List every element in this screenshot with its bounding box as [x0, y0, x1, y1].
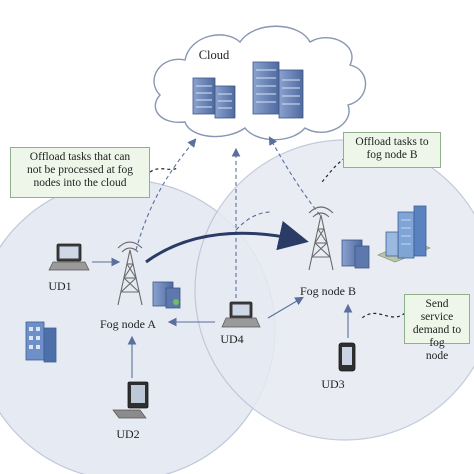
ud3-phone-icon: [338, 342, 356, 372]
callout-service-demand-line-1: Send service: [420, 298, 454, 323]
callout-offload-to-fog-b-line-1: Offload tasks to: [355, 136, 429, 148]
office-building-icon: [377, 205, 431, 263]
apartment-building-icon: [25, 321, 57, 363]
ud4-to-fog-b-arrow: [267, 296, 304, 319]
callout-connectors: [149, 157, 406, 319]
offload-arrows-to-cloud: [135, 136, 321, 298]
ud2-desktop-icon: [112, 381, 149, 419]
cloud-label: Cloud: [199, 48, 230, 62]
fog-node-b-label: Fog node B: [300, 284, 356, 298]
fog-node-a-label: Fog node A: [100, 317, 156, 331]
callout-offload-to-cloud: Offload tasks that can not be processed …: [10, 147, 150, 198]
fog-node-a-server-icon: [152, 281, 181, 309]
fog-node-b-server-icon: [341, 239, 370, 269]
callout-service-demand-line-3: node: [425, 350, 449, 362]
callout-service-demand: Send service demand to fog node: [404, 294, 470, 362]
ud1-label: UD1: [48, 279, 71, 293]
callout-offload-to-fog-b-line-2: fog node B: [366, 149, 418, 161]
callout-service-demand-line-2: demand to fog: [412, 324, 462, 349]
fog-node-a-antenna-icon: [117, 241, 143, 306]
cloud-server-rack-icon: [252, 61, 304, 119]
offload-arrow-a-to-b: [145, 220, 309, 264]
ud2-label: UD2: [116, 427, 139, 441]
ud4-laptop-icon: [221, 301, 261, 328]
ud4-label: UD4: [220, 332, 243, 346]
ud3-label: UD3: [321, 377, 344, 391]
ud1-laptop-icon: [48, 243, 90, 271]
fog-node-b-antenna-icon: [308, 206, 334, 271]
callout-offload-to-cloud-line-3: nodes into the cloud: [33, 177, 127, 189]
callout-offload-to-cloud-line-1: Offload tasks that can: [29, 151, 131, 163]
callout-offload-to-cloud-line-2: not be processed at fog: [26, 164, 134, 176]
callout-offload-to-fog-b: Offload tasks to fog node B: [343, 132, 441, 168]
cloud-server-icon: [192, 77, 236, 119]
